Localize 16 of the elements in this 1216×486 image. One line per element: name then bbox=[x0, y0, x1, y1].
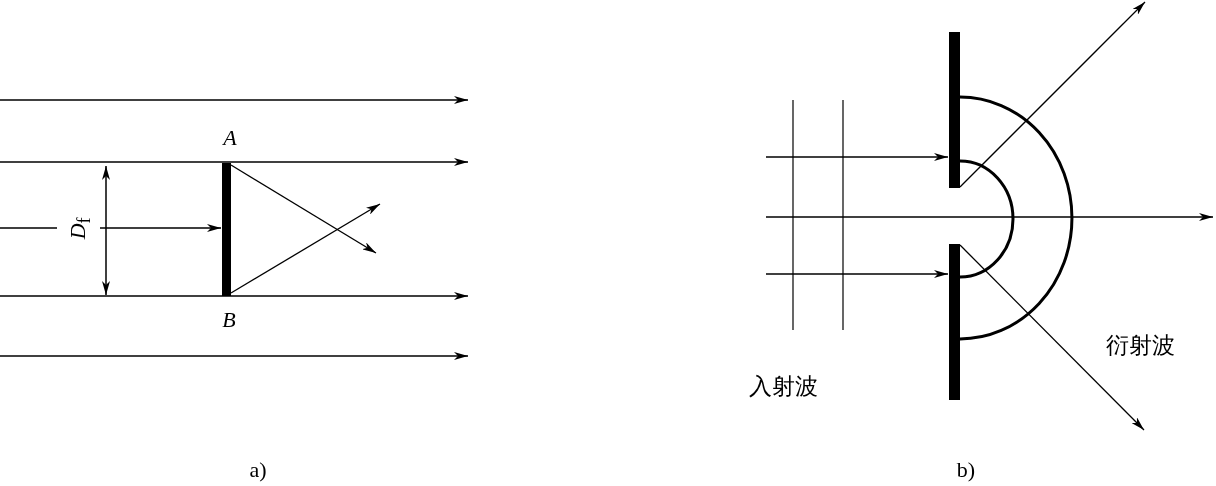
wave-label: 入射波 bbox=[748, 374, 818, 398]
ray-arrow bbox=[959, 244, 1145, 431]
point-label: B bbox=[222, 309, 236, 331]
panel-label: b) bbox=[956, 459, 976, 481]
wave-label: 衍射波 bbox=[1105, 333, 1175, 357]
panel-label: a) bbox=[249, 459, 267, 481]
barrier-bar bbox=[949, 32, 960, 188]
ray-arrow bbox=[959, 1, 1146, 188]
ray-arrow bbox=[765, 153, 949, 161]
ray-arrow bbox=[230, 203, 381, 294]
point-label: A bbox=[223, 127, 237, 149]
barrier-bar bbox=[222, 163, 231, 296]
barrier-bar bbox=[949, 244, 960, 400]
ray-arrow bbox=[0, 224, 222, 232]
ray-arrow bbox=[765, 270, 949, 278]
ray-arrow bbox=[230, 164, 377, 254]
